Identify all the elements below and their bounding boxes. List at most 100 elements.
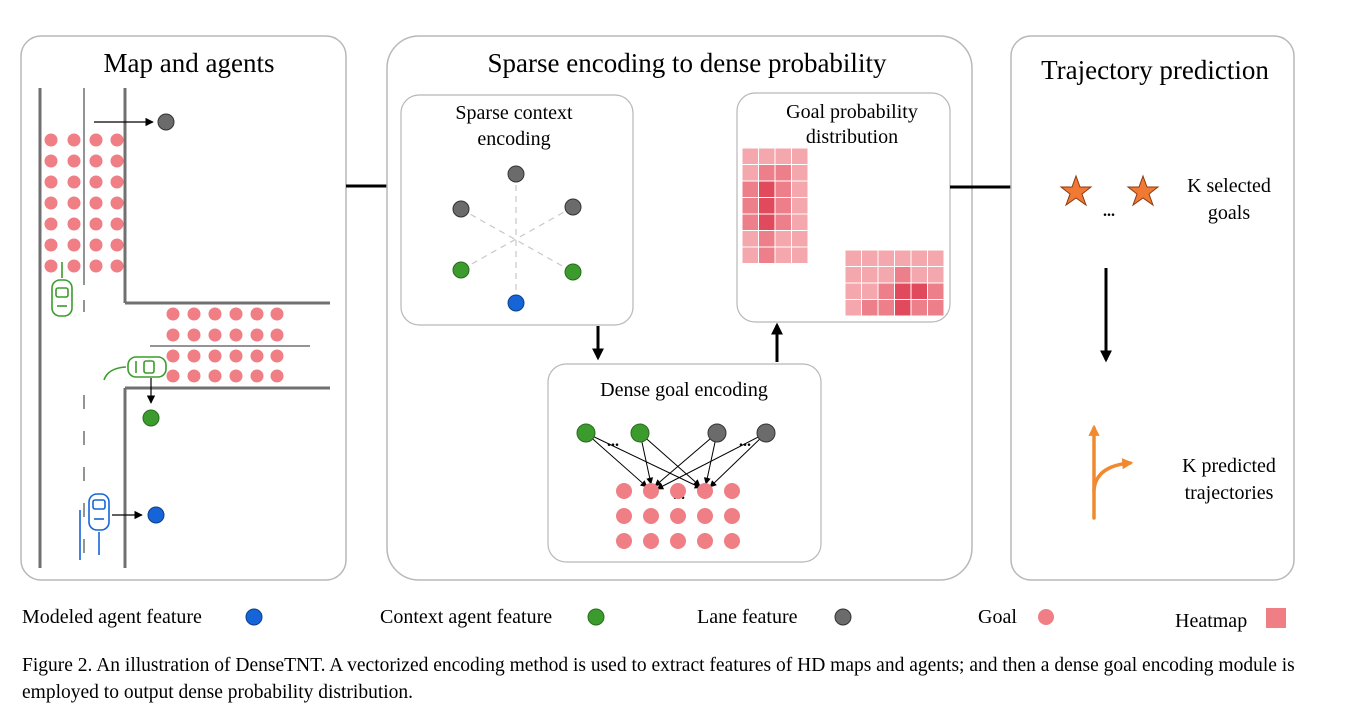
goal-node (208, 328, 222, 342)
heatmap-cell (927, 249, 945, 267)
heatmap-cell (894, 249, 912, 267)
dense-goal-title: Dense goal encoding (600, 379, 768, 401)
goal-node (187, 307, 201, 321)
lane-feature-node (564, 198, 582, 216)
goal-node (187, 349, 201, 363)
lane-feature-node (756, 423, 776, 443)
heatmap-cell (861, 266, 879, 284)
heatmap-cell (791, 246, 809, 264)
heatmap-cell (791, 147, 809, 165)
goal-node (208, 307, 222, 321)
heatmap-cell (910, 266, 928, 284)
heatmap-cell (741, 246, 759, 264)
heatmap-cell (877, 266, 895, 284)
heatmap-cell (844, 249, 862, 267)
heatmap-cell (774, 180, 792, 198)
goal-node (670, 508, 686, 524)
goal-node (250, 328, 264, 342)
trajectory-panel-title: Trajectory prediction (1041, 55, 1269, 85)
goal-node (208, 349, 222, 363)
goal-node (670, 483, 686, 499)
trajectory-panel: Trajectory prediction ... K selected goa… (1010, 35, 1295, 581)
goal-node (44, 196, 58, 210)
lane-feature-node (157, 113, 175, 131)
legend-label-goal: Goal (978, 606, 1017, 628)
heatmap-cell (741, 164, 759, 182)
goal-node (697, 533, 713, 549)
heatmap-cell (910, 282, 928, 300)
goal-node (616, 508, 632, 524)
goal-node (270, 349, 284, 363)
heatmap-cell (927, 282, 945, 300)
predicted-trajectories-label: trajectories (1185, 482, 1274, 504)
goal-node (44, 238, 58, 252)
heatmap-cell (894, 299, 912, 317)
context-agent-node (576, 423, 596, 443)
heatmap-cell (774, 213, 792, 231)
goal-node (616, 533, 632, 549)
heatmap-cell (861, 249, 879, 267)
goal-node (44, 175, 58, 189)
ellipsis: ... (607, 433, 619, 450)
goal-node (67, 238, 81, 252)
heatmap-grid (844, 249, 945, 317)
goal-node (250, 349, 264, 363)
goal-node (724, 483, 740, 499)
goal-node (270, 369, 284, 383)
goal-node (250, 369, 264, 383)
heatmap-cell (741, 197, 759, 215)
goal-node (697, 483, 713, 499)
heatmap-cell (758, 246, 776, 264)
dense-goal-box (547, 363, 822, 563)
lane-feature-node (452, 200, 470, 218)
heatmap-cell (741, 230, 759, 248)
selected-goals-label: goals (1208, 202, 1250, 224)
goal-node (187, 369, 201, 383)
goal-node (67, 154, 81, 168)
legend-label-modeled-agent: Modeled agent feature (22, 606, 202, 628)
heatmap-cell (758, 180, 776, 198)
heatmap-cell (791, 197, 809, 215)
heatmap-cell (774, 147, 792, 165)
goal-node (166, 328, 180, 342)
goal-node (229, 307, 243, 321)
heatmap-cell (774, 230, 792, 248)
heatmap-cell (741, 147, 759, 165)
goal-node (229, 328, 243, 342)
goal-node (643, 508, 659, 524)
goal-node (67, 175, 81, 189)
heatmap-cell (861, 282, 879, 300)
heatmap-cell (758, 164, 776, 182)
heatmap-cell (741, 213, 759, 231)
heatmap-cell (791, 230, 809, 248)
heatmap-cell (877, 299, 895, 317)
goal-probability-title: Goal probability (786, 101, 918, 123)
heatmap-cell (758, 147, 776, 165)
heatmap-cell (927, 299, 945, 317)
ellipsis: ... (739, 433, 751, 450)
dense-goal-grid (616, 483, 740, 549)
legend-swatch-modeled-agent (245, 608, 263, 626)
sparse-panel: Sparse encoding to dense probability Spa… (386, 35, 973, 581)
legend-label-heatmap: Heatmap (1175, 610, 1247, 632)
legend-swatch-context-agent (587, 608, 605, 626)
heatmap-cell (894, 282, 912, 300)
goal-node (250, 307, 264, 321)
trajectory-panel-frame (1010, 35, 1295, 581)
predicted-trajectories-label: K predicted (1182, 455, 1276, 477)
goal-node (89, 154, 103, 168)
heatmap-grid (741, 147, 809, 264)
star-icon (1059, 174, 1093, 207)
map-panel-title: Map and agents (104, 48, 275, 78)
context-agent-node (564, 263, 582, 281)
trajectory-icon (1088, 424, 1134, 520)
heatmap-cell (741, 180, 759, 198)
map-panel-frame (20, 35, 347, 581)
goal-node (89, 175, 103, 189)
goal-node (208, 369, 222, 383)
heatmap-cell (791, 164, 809, 182)
goal-node (110, 259, 124, 273)
modeled-car-icon (79, 493, 110, 560)
goal-node (724, 533, 740, 549)
